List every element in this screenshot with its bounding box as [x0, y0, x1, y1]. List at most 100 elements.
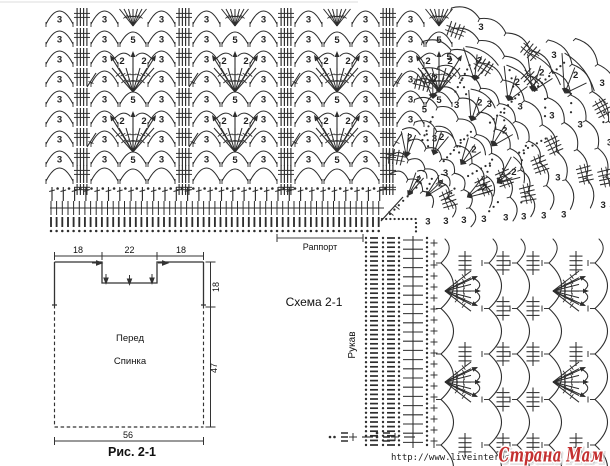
svg-text:3: 3: [102, 15, 107, 26]
svg-text:2: 2: [221, 56, 226, 67]
svg-text:3: 3: [57, 115, 62, 126]
bottom-width-dim: 56: [123, 430, 133, 440]
garment-top-dim-line: [54, 252, 204, 260]
svg-text:3: 3: [159, 35, 164, 46]
svg-text:5: 5: [130, 35, 136, 46]
rapport-bracket: [276, 234, 364, 242]
svg-text:3: 3: [159, 95, 164, 106]
garment-bottom-dim-line: [54, 437, 204, 445]
rapport-label: Раппорт: [303, 242, 337, 252]
svg-text:2: 2: [323, 116, 328, 127]
svg-text:5: 5: [232, 35, 238, 46]
svg-text:3: 3: [102, 95, 107, 106]
svg-text:2: 2: [141, 116, 146, 127]
svg-text:2: 2: [243, 116, 248, 127]
svg-text:3: 3: [363, 135, 368, 146]
svg-text:2: 2: [471, 144, 476, 155]
svg-text:3: 3: [204, 95, 209, 106]
svg-text:3: 3: [443, 216, 448, 227]
garment-right-dim-line: [205, 261, 216, 428]
svg-text:3: 3: [461, 215, 466, 226]
svg-text:3: 3: [204, 135, 209, 146]
svg-text:3: 3: [425, 217, 430, 228]
svg-text:2: 2: [221, 116, 226, 127]
body-height-dim: 47: [209, 363, 219, 373]
svg-text:2: 2: [502, 125, 507, 136]
svg-text:3: 3: [159, 135, 164, 146]
svg-text:3: 3: [306, 135, 311, 146]
svg-text:2: 2: [243, 56, 248, 67]
svg-text:3: 3: [541, 211, 546, 222]
svg-text:3: 3: [408, 95, 413, 106]
svg-text:5: 5: [334, 95, 340, 106]
svg-text:5: 5: [436, 95, 442, 106]
svg-text:3: 3: [159, 75, 164, 86]
svg-text:3: 3: [57, 95, 62, 106]
svg-text:3: 3: [306, 95, 311, 106]
svg-text:3: 3: [503, 213, 508, 224]
shoulder-right-dim: 18: [176, 245, 186, 255]
svg-text:2: 2: [477, 55, 482, 66]
svg-text:3: 3: [204, 75, 209, 86]
svg-text:3: 3: [57, 75, 62, 86]
svg-text:3: 3: [363, 35, 368, 46]
svg-text:3: 3: [600, 78, 605, 89]
svg-text:3: 3: [601, 200, 606, 211]
svg-text:2: 2: [511, 167, 516, 178]
svg-text:3: 3: [521, 212, 526, 223]
svg-text:3: 3: [363, 115, 368, 126]
neck-width-dim: 22: [124, 245, 134, 255]
svg-text:2: 2: [438, 178, 443, 189]
svg-text:3: 3: [306, 75, 311, 86]
svg-text:2: 2: [345, 56, 350, 67]
svg-text:3: 3: [363, 55, 368, 66]
svg-text:3: 3: [102, 55, 107, 66]
svg-text:3: 3: [57, 35, 62, 46]
svg-text:3: 3: [555, 173, 560, 184]
watermark-shadow: Страна Мам: [500, 444, 605, 466]
svg-text:3: 3: [159, 115, 164, 126]
svg-text:3: 3: [408, 115, 413, 126]
svg-text:3: 3: [551, 50, 556, 61]
svg-text:3: 3: [549, 111, 554, 122]
svg-text:3: 3: [607, 137, 610, 148]
svg-text:5: 5: [446, 52, 452, 63]
svg-text:3: 3: [443, 168, 448, 179]
svg-text:2: 2: [407, 133, 412, 144]
svg-text:3: 3: [261, 75, 266, 86]
svg-text:3: 3: [159, 155, 164, 166]
svg-text:3: 3: [454, 100, 459, 111]
back-label: Спинка: [114, 356, 147, 367]
svg-text:2: 2: [447, 56, 452, 67]
svg-text:5: 5: [130, 95, 136, 106]
svg-text:3: 3: [261, 35, 266, 46]
svg-text:2: 2: [323, 56, 328, 67]
svg-text:3: 3: [363, 155, 368, 166]
front-label: Перед: [116, 333, 144, 344]
svg-text:3: 3: [363, 75, 368, 86]
svg-text:3: 3: [306, 155, 311, 166]
svg-text:3: 3: [306, 55, 311, 66]
garment-side-dashed: [53, 305, 205, 428]
svg-text:3: 3: [481, 214, 486, 225]
svg-text:3: 3: [102, 155, 107, 166]
svg-text:3: 3: [102, 75, 107, 86]
svg-text:3: 3: [577, 120, 582, 131]
svg-text:3: 3: [57, 15, 62, 26]
svg-text:2: 2: [345, 116, 350, 127]
svg-text:3: 3: [487, 99, 492, 110]
svg-text:3: 3: [306, 115, 311, 126]
svg-text:3: 3: [363, 15, 368, 26]
svg-text:3: 3: [261, 135, 266, 146]
svg-text:3: 3: [204, 155, 209, 166]
svg-text:3: 3: [478, 22, 483, 33]
svg-text:2: 2: [439, 132, 444, 143]
svg-text:3: 3: [57, 135, 62, 146]
sleeve-label: Рукав: [347, 331, 358, 358]
svg-text:3: 3: [261, 15, 266, 26]
svg-text:2: 2: [573, 70, 578, 81]
